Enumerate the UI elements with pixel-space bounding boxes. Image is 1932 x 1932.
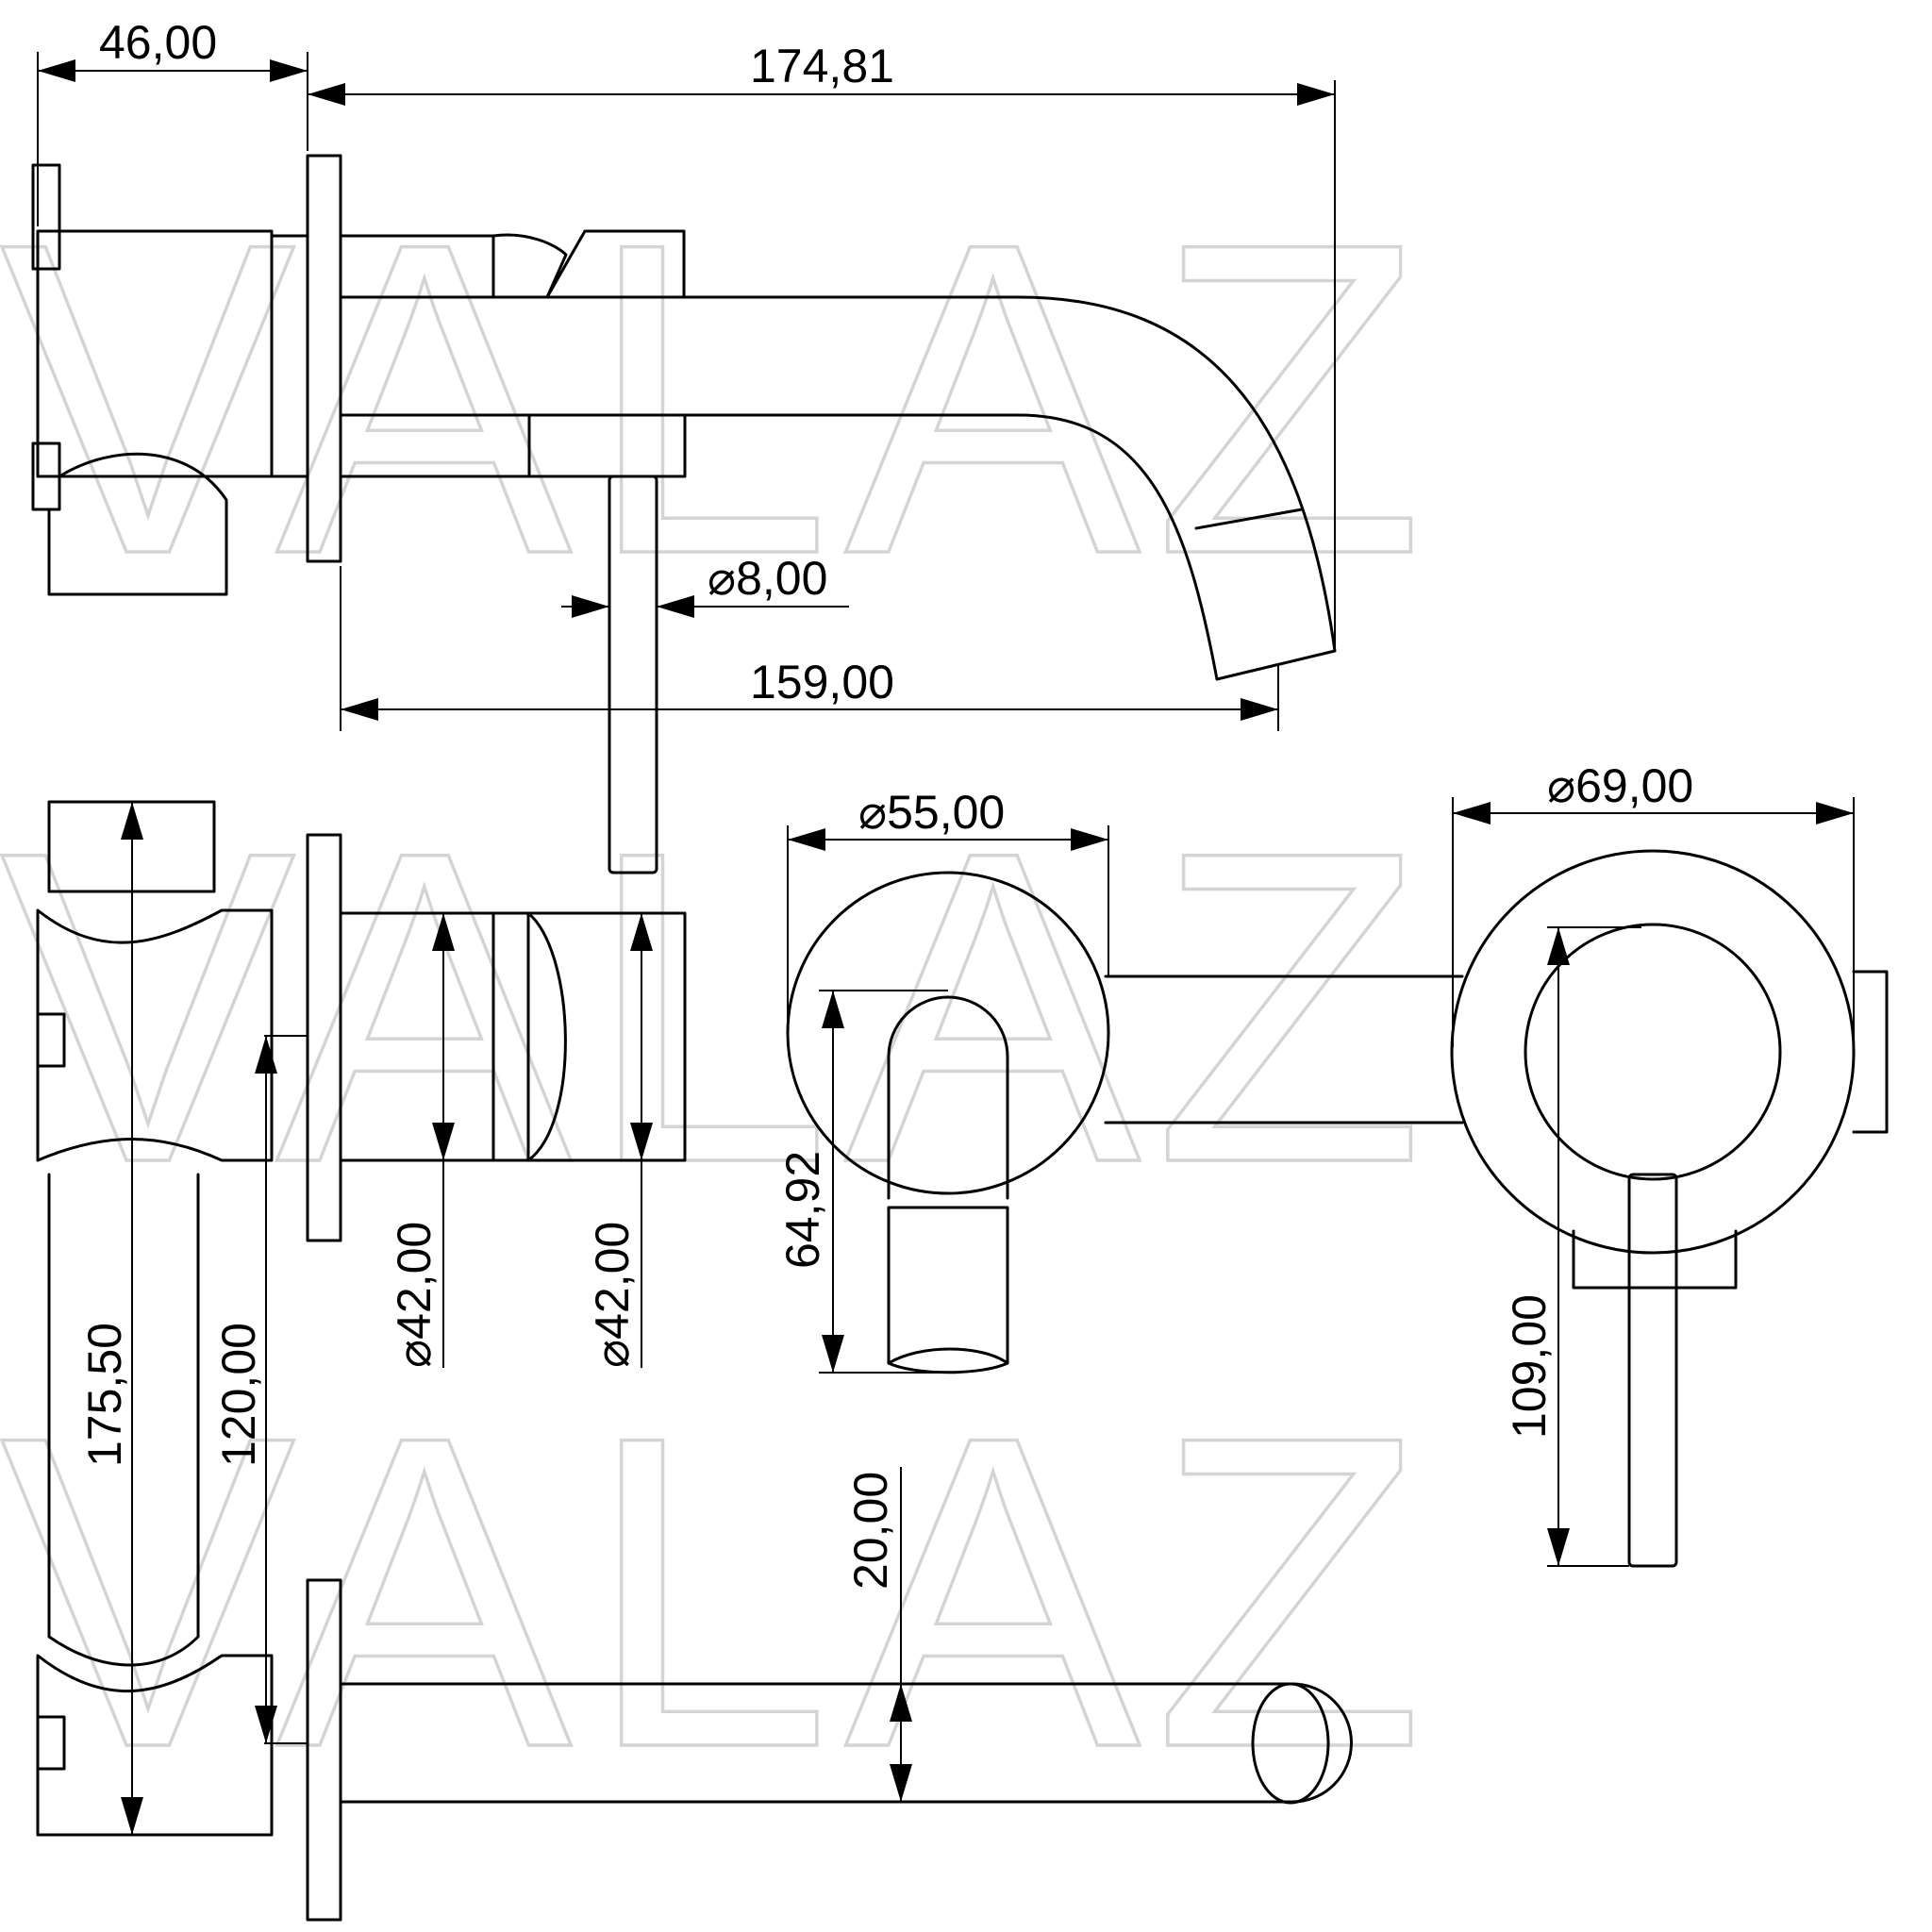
spout-rosette-circle [786,871,1110,1195]
side-body-notch-1 [36,1012,66,1068]
top-body-lower [47,452,228,596]
dimensions: 46,00 174,81 ⌀8,00 159,00 ⌀55,00 [37,16,1855,1835]
dim-174: 174,81 [750,40,894,92]
top-handle-base [339,234,495,299]
side-body-notch-2 [36,1715,66,1771]
top-handle-curve [491,233,568,299]
side-handle [526,911,687,1162]
side-rosette-lower [306,1578,342,1922]
side-body-lower [36,1654,274,1837]
dim-42-b: ⌀42,00 [586,1222,639,1368]
side-spout [339,1682,1353,1804]
top-spout-outlet [1194,508,1304,530]
lever-rosette-tab [1852,970,1889,1134]
watermark-row-3: VALAZ [0,1344,1438,1840]
spout-neck [887,995,1009,1200]
top-rosette [306,154,342,563]
lever-handle-circle [1524,923,1782,1181]
lever-rosette-circle [1450,849,1856,1255]
dim-120: 120,00 [212,1323,265,1467]
dim-64: 64,92 [776,1151,829,1269]
lever-arm [1627,1173,1678,1568]
dim-8: ⌀8,00 [708,552,827,605]
side-handle-curve [491,911,567,1162]
dim-20: 20,00 [844,1472,897,1590]
dim-159: 159,00 [750,656,894,708]
dim-42-a: ⌀42,00 [388,1222,441,1368]
top-handle [545,229,686,299]
dim-46: 46,00 [99,16,217,69]
top-spout [339,295,1337,681]
top-view [31,154,1337,874]
dim-109: 109,00 [1503,1294,1556,1439]
spout-outlet-arc [887,1347,1009,1365]
dim-55: ⌀55,00 [858,786,1005,839]
dim-175: 175,50 [78,1323,131,1467]
dim-69: ⌀69,00 [1547,759,1693,812]
side-spout-end [1251,1682,1330,1805]
connecting-pipe [1104,974,1464,1124]
side-body-middle [47,1173,200,1667]
front-spout-view [786,871,1464,1374]
watermark: VALAZ VALAZ VALAZ [0,149,1438,1841]
top-body-cap [31,163,61,271]
lever-base-block [1572,1229,1738,1290]
top-lever-collar [527,413,687,478]
front-lever-view [1450,849,1889,1568]
watermark-row-2: VALAZ [0,759,1438,1255]
top-lever [608,475,658,874]
